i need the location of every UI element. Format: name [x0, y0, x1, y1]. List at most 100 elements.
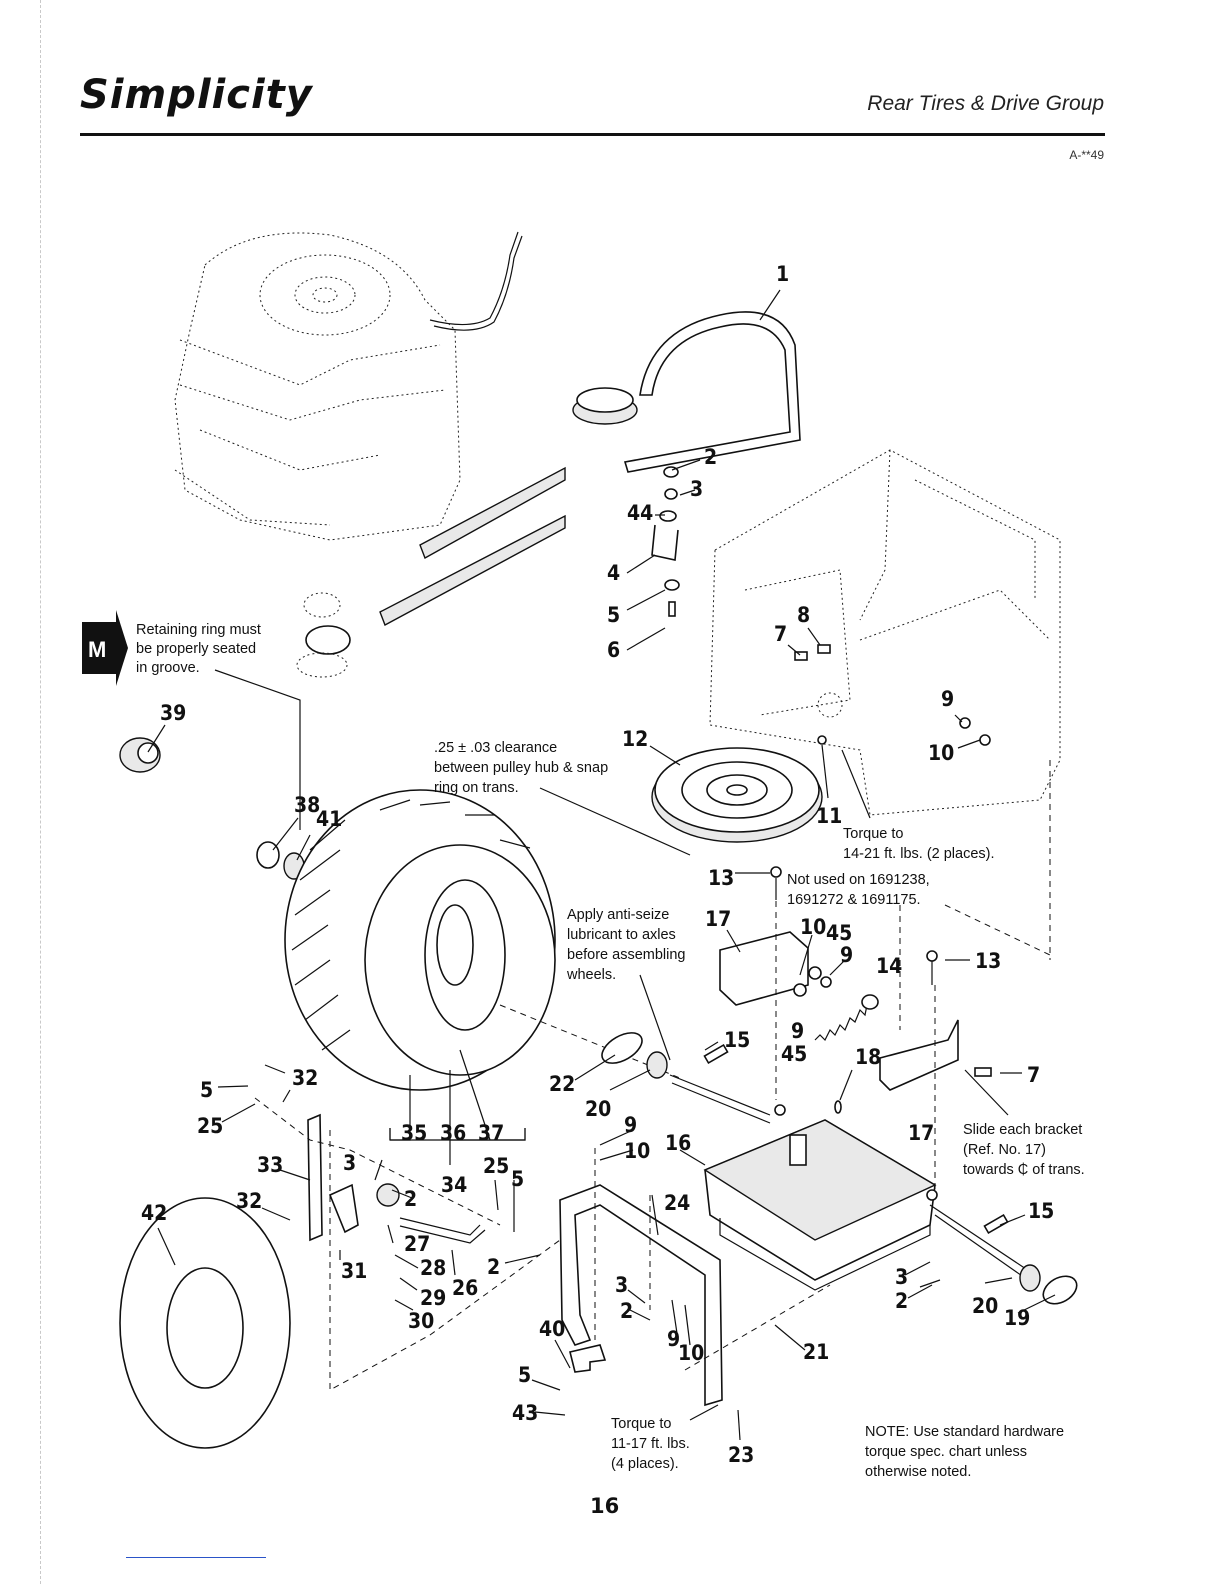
knob-27 — [376, 1183, 400, 1207]
callout: 15 — [1028, 1199, 1054, 1223]
callout: 29 — [420, 1286, 446, 1310]
lever-33 — [307, 1113, 323, 1242]
assembly-dashed-lines — [254, 890, 936, 1391]
callout: 3 — [343, 1151, 356, 1175]
inner-tube-42 — [119, 1197, 291, 1449]
note-retaining-ring: Retaining ring must be properly seated i… — [136, 622, 265, 676]
transmission — [669, 1074, 1036, 1291]
callout: 11 — [816, 804, 842, 828]
page-number: 16 — [590, 1494, 620, 1518]
callout: 5 — [518, 1363, 531, 1387]
callout: 6 — [607, 638, 620, 662]
callout: 32 — [292, 1066, 318, 1090]
callout: 13 — [975, 949, 1001, 973]
callout: 33 — [257, 1153, 283, 1177]
washer-20-right — [1019, 1264, 1041, 1292]
callout-numbers: 1 2 3 44 4 5 6 7 8 9 10 12 11 39 38 41 1… — [141, 262, 1054, 1467]
callout: 5 — [511, 1167, 524, 1191]
bracket-17-right — [879, 1019, 959, 1091]
transmission-pulley — [651, 747, 823, 843]
callout-bracket-34 — [389, 1128, 526, 1141]
callout: 34 — [441, 1173, 467, 1197]
callout: 30 — [408, 1309, 434, 1333]
section-title: Rear Tires & Drive Group — [867, 92, 1104, 115]
callout: 2 — [704, 445, 717, 469]
svg-text:M: M — [88, 637, 106, 662]
callout: 3 — [895, 1265, 908, 1289]
note-not-used-on: Not used on 1691238, 1691272 & 1691175. — [787, 872, 934, 908]
callout: 8 — [797, 603, 810, 627]
callout: 28 — [420, 1256, 446, 1280]
callout: 9 — [840, 943, 853, 967]
callout: 10 — [800, 915, 826, 939]
callout: 2 — [895, 1289, 908, 1313]
callout: 4 — [607, 561, 620, 585]
note-torque-11-17: Torque to 11-17 ft. lbs. (4 places). — [611, 1416, 694, 1472]
callout: 45 — [781, 1042, 807, 1066]
callout: 38 — [294, 793, 320, 817]
note-standard-hardware: NOTE: Use standard hardware torque spec.… — [865, 1424, 1068, 1480]
callout: 7 — [774, 622, 787, 646]
spring-45 — [814, 999, 869, 1042]
note-anti-seize: Apply anti-seize lubricant to axles befo… — [566, 907, 690, 983]
callout: 2 — [487, 1255, 500, 1279]
callout: 2 — [620, 1299, 633, 1323]
callout: 9 — [941, 687, 954, 711]
callout: 25 — [197, 1114, 223, 1138]
callout: 39 — [160, 701, 186, 725]
callout: 26 — [452, 1276, 478, 1300]
callout: 7 — [1027, 1063, 1040, 1087]
leader-lines — [147, 289, 1056, 1441]
callout: 37 — [478, 1121, 504, 1145]
callout: 25 — [483, 1154, 509, 1178]
bracket-17-left — [719, 931, 809, 1006]
callout: 31 — [341, 1259, 367, 1283]
callout: 15 — [724, 1028, 750, 1052]
callout: 12 — [622, 727, 648, 751]
callout: 42 — [141, 1201, 167, 1225]
callout: 5 — [200, 1078, 213, 1102]
callout: 18 — [855, 1045, 881, 1069]
note-torque-14-21: Torque to 14-21 ft. lbs. (2 places). — [843, 826, 995, 862]
callout: 21 — [803, 1340, 829, 1364]
footer-rule — [126, 1557, 266, 1558]
callout: 1 — [776, 262, 789, 286]
callout: 44 — [627, 501, 653, 525]
callout: 45 — [826, 921, 852, 945]
callout: 5 — [607, 603, 620, 627]
document-code: A-**49 — [1069, 148, 1104, 162]
callout: 20 — [972, 1294, 998, 1318]
callout: 9 — [667, 1327, 680, 1351]
binding-margin-rule — [40, 0, 41, 1584]
callout: 20 — [585, 1097, 611, 1121]
lever-40 — [569, 1344, 607, 1373]
callout: 13 — [708, 866, 734, 890]
callout: 2 — [404, 1187, 417, 1211]
callout: 36 — [440, 1121, 466, 1145]
frame-hardware — [651, 466, 991, 746]
callout: 23 — [728, 1443, 754, 1467]
brand-logo: Simplicity — [80, 72, 313, 118]
washer-20-left — [646, 1051, 668, 1079]
misc-hardware — [703, 866, 1009, 1235]
callout: 16 — [665, 1131, 691, 1155]
rear-wheel-tire — [284, 789, 681, 1091]
rod-26 — [399, 1217, 481, 1236]
header-rule — [80, 133, 1105, 136]
callout: 22 — [549, 1072, 575, 1096]
drive-belt — [623, 311, 801, 473]
callout: 17 — [908, 1121, 934, 1145]
note-slide-bracket: Slide each bracket (Ref. No. 17) towards… — [963, 1122, 1086, 1178]
callout: 43 — [512, 1401, 538, 1425]
callout: 3 — [690, 477, 703, 501]
note-clearance: .25 ± .03 clearance between pulley hub &… — [434, 740, 612, 796]
callout: 27 — [404, 1232, 430, 1256]
callout: 14 — [876, 954, 902, 978]
callout: 9 — [624, 1113, 637, 1137]
callout: 32 — [236, 1189, 262, 1213]
axle-bar-lower — [379, 514, 566, 626]
callout: 10 — [928, 741, 954, 765]
callout: 40 — [539, 1317, 565, 1341]
pulley-idler-left — [296, 592, 351, 678]
